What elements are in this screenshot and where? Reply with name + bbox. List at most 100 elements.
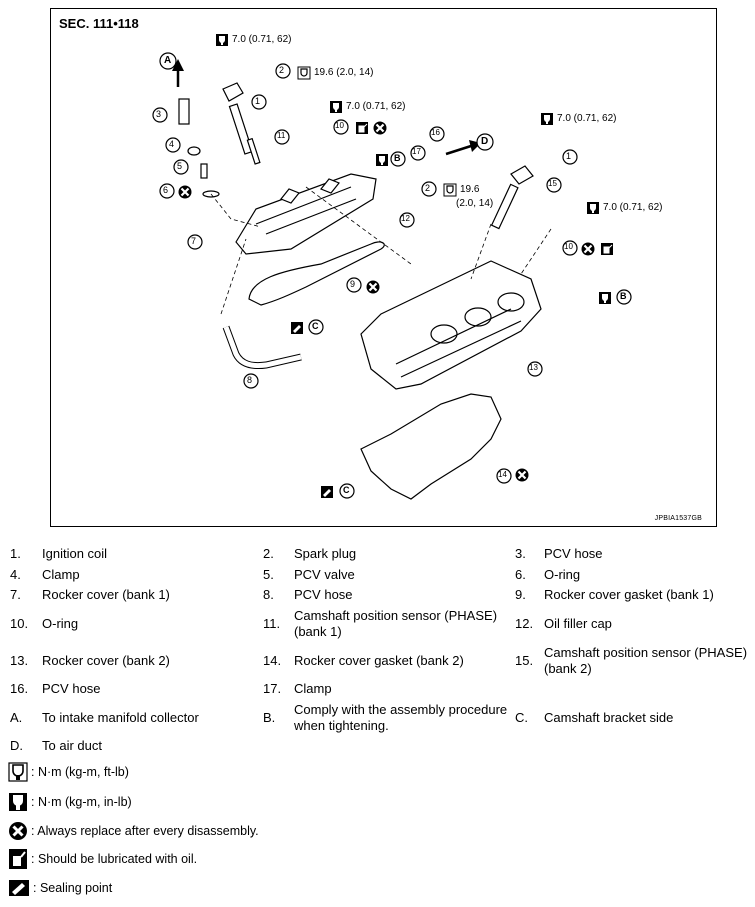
torque-label-2: 19.6 (2.0, 14) <box>314 67 374 78</box>
arrow-d <box>445 144 472 156</box>
callout-10: 10 <box>335 121 344 130</box>
symbol-torque-text: : N·m (kg-m, ft-lb) <box>31 764 129 779</box>
gasket-bank2 <box>360 393 502 500</box>
symbol-replace: : Always replace after every disassembly… <box>8 821 259 841</box>
callout-16: 16 <box>431 128 440 137</box>
legend-label-c: Camshaft bracket side <box>544 710 674 725</box>
torque-label-4: 7.0 (0.71, 62) <box>557 113 617 124</box>
rocker-cover-bank2 <box>360 260 542 390</box>
symbol-torque-inlb-text: : N·m (kg-m, in-lb) <box>31 794 132 809</box>
legend-num-6: 6. <box>515 567 526 582</box>
legend-label-b2: when tightening. <box>294 718 389 733</box>
legend-label-14: Rocker cover gasket (bank 2) <box>294 653 464 668</box>
exploded-diagram: SEC. 111•118 JPBIA1537GB <box>50 8 717 527</box>
callout-6: 6 <box>163 185 169 195</box>
symbol-seal: : Sealing point <box>8 879 112 897</box>
legend-num-16: 16. <box>10 681 29 696</box>
legend-num-b: B. <box>263 710 276 725</box>
callout-11: 11 <box>277 131 286 140</box>
legend-label-b1: Comply with the assembly procedure <box>294 702 508 717</box>
torque-label-5b: (2.0, 14) <box>456 198 494 209</box>
legend-num-d: D. <box>10 738 23 753</box>
letter-a: A <box>164 55 172 66</box>
legend-num-2: 2. <box>263 546 274 561</box>
legend-label-11a: Camshaft position sensor (PHASE) <box>294 608 498 623</box>
letter-c1: C <box>312 321 319 331</box>
legend-num-c: C. <box>515 710 528 725</box>
diagram-artwork <box>152 34 632 500</box>
symbol-oil-text: : Should be lubricated with oil. <box>31 851 198 866</box>
callout-5: 5 <box>177 161 183 171</box>
symbol-oil: : Should be lubricated with oil. <box>8 848 197 870</box>
ignition-coil-left <box>222 82 261 165</box>
legend-num-7: 7. <box>10 587 21 602</box>
legend-num-8: 8. <box>263 587 274 602</box>
legend-num-12: 12. <box>515 616 534 631</box>
ignition-coil-right <box>490 165 534 230</box>
symbol-seal-text: : Sealing point <box>33 880 113 895</box>
legend-label-a: To intake manifold collector <box>42 710 199 725</box>
rocker-cover-bank1 <box>235 173 377 255</box>
legend-label-8: PCV hose <box>294 587 353 602</box>
legend-num-10: 10. <box>10 616 29 631</box>
torque-label-3: 7.0 (0.71, 62) <box>346 101 406 112</box>
callout-10b: 10 <box>564 242 573 251</box>
legend-num-5: 5. <box>263 567 274 582</box>
letter-b1: B <box>394 153 401 163</box>
legend-num-3: 3. <box>515 546 526 561</box>
legend-label-16: PCV hose <box>42 681 101 696</box>
legend-num-15: 15. <box>515 653 534 668</box>
legend-label-12: Oil filler cap <box>544 616 612 631</box>
legend-num-11: 11. <box>263 616 281 631</box>
callout-2: 2 <box>279 65 285 75</box>
sealant-icon <box>9 880 29 896</box>
callout-8: 8 <box>247 375 253 385</box>
legend-label-5: PCV valve <box>294 567 355 582</box>
callout-1: 1 <box>255 96 261 106</box>
legend-label-7: Rocker cover (bank 1) <box>42 587 170 602</box>
legend-num-a: A. <box>10 710 23 725</box>
callout-2b: 2 <box>425 183 431 193</box>
torque-label-1: 7.0 (0.71, 62) <box>232 34 292 45</box>
callout-9: 9 <box>350 279 356 289</box>
legend-label-4: Clamp <box>42 567 80 582</box>
legend-num-1: 1. <box>10 546 21 561</box>
legend-label-17: Clamp <box>294 681 332 696</box>
callout-4: 4 <box>169 139 175 149</box>
oil-can-icon <box>9 849 27 869</box>
torque-label-5a: 19.6 <box>460 184 480 195</box>
legend-label-d: To air duct <box>42 738 102 753</box>
legend-label-3: PCV hose <box>544 546 603 561</box>
callout-1b: 1 <box>566 151 572 161</box>
legend-label-13: Rocker cover (bank 2) <box>42 653 170 668</box>
figure-code: JPBIA1537GB <box>654 515 702 522</box>
legend-label-9: Rocker cover gasket (bank 1) <box>544 587 714 602</box>
callout-13: 13 <box>529 363 538 372</box>
callout-14: 14 <box>498 470 507 479</box>
legend-label-11b: (bank 1) <box>294 624 342 639</box>
legend-label-10: O-ring <box>42 616 79 631</box>
callout-15: 15 <box>548 179 557 188</box>
legend-label-6: O-ring <box>544 567 581 582</box>
legend-num-17: 17. <box>263 681 282 696</box>
legend-label-15b: (bank 2) <box>544 661 592 676</box>
callout-3: 3 <box>156 109 162 119</box>
section-label: SEC. 111•118 <box>59 16 139 31</box>
callout-7: 7 <box>191 236 197 246</box>
torque-icon <box>8 762 28 782</box>
pcv-parts-left <box>178 98 220 198</box>
legend-label-2: Spark plug <box>294 546 357 561</box>
torque-inlb-icon <box>9 793 27 811</box>
replace-icon <box>9 822 27 840</box>
callout-12: 12 <box>401 214 410 223</box>
legend-num-9: 9. <box>515 587 526 602</box>
legend-num-4: 4. <box>10 567 21 582</box>
letter-b2: B <box>620 291 627 301</box>
letter-d: D <box>481 136 489 147</box>
torque-label-6: 7.0 (0.71, 62) <box>603 202 663 213</box>
letter-c2: C <box>343 485 350 495</box>
symbol-torque-inlb: : N·m (kg-m, in-lb) <box>8 792 132 812</box>
legend-label-1: Ignition coil <box>42 546 108 561</box>
symbol-replace-text: : Always replace after every disassembly… <box>31 823 259 838</box>
legend-label-15a: Camshaft position sensor (PHASE) <box>544 645 748 660</box>
